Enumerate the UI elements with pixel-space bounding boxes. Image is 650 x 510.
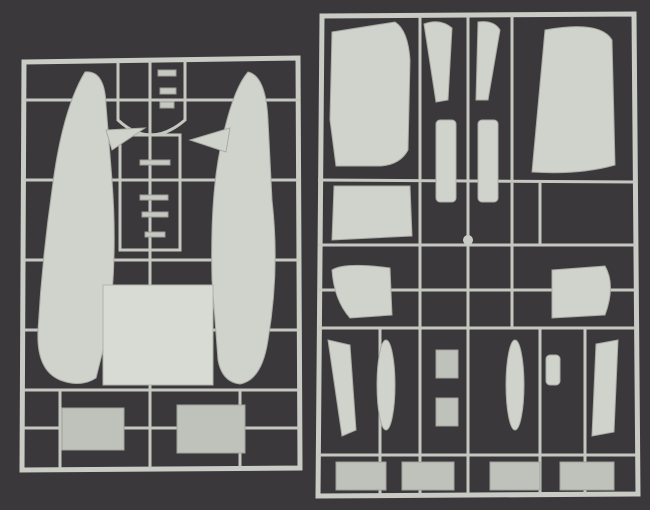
small-block-1 (435, 349, 459, 379)
drop-tank-left (376, 339, 396, 431)
fin-left (105, 127, 147, 151)
fin-right (188, 127, 231, 153)
flap-2 (477, 119, 499, 203)
bottom-part-4 (559, 461, 615, 491)
tail-left (331, 264, 393, 319)
left-sprue-frame (19, 55, 303, 473)
small-part-right-bottom (176, 404, 246, 454)
tail-right (551, 265, 611, 319)
right-sprue (315, 11, 641, 499)
bottom-part-1 (335, 461, 387, 491)
drop-tank-right (505, 339, 525, 431)
sprue-center-nub (463, 235, 473, 245)
flap-1 (435, 119, 457, 203)
small-parts-center (139, 69, 177, 238)
aileron-2 (475, 21, 501, 101)
bottom-part-2 (401, 461, 455, 491)
aileron-1 (423, 21, 453, 103)
rudder-left (327, 339, 357, 437)
right-sprue-frame (315, 11, 641, 499)
left-sprue (19, 55, 303, 473)
small-part-left-bottom (61, 407, 125, 451)
wing-left (329, 21, 411, 167)
small-block-2 (435, 397, 459, 427)
bottom-part-3 (489, 461, 541, 491)
cowl-panel (331, 185, 413, 241)
rudder-right (591, 339, 619, 437)
cockpit-floor-part (102, 284, 214, 386)
fuselage-half-left (37, 71, 115, 384)
wing-right (531, 26, 616, 174)
canopy-part (545, 354, 561, 386)
